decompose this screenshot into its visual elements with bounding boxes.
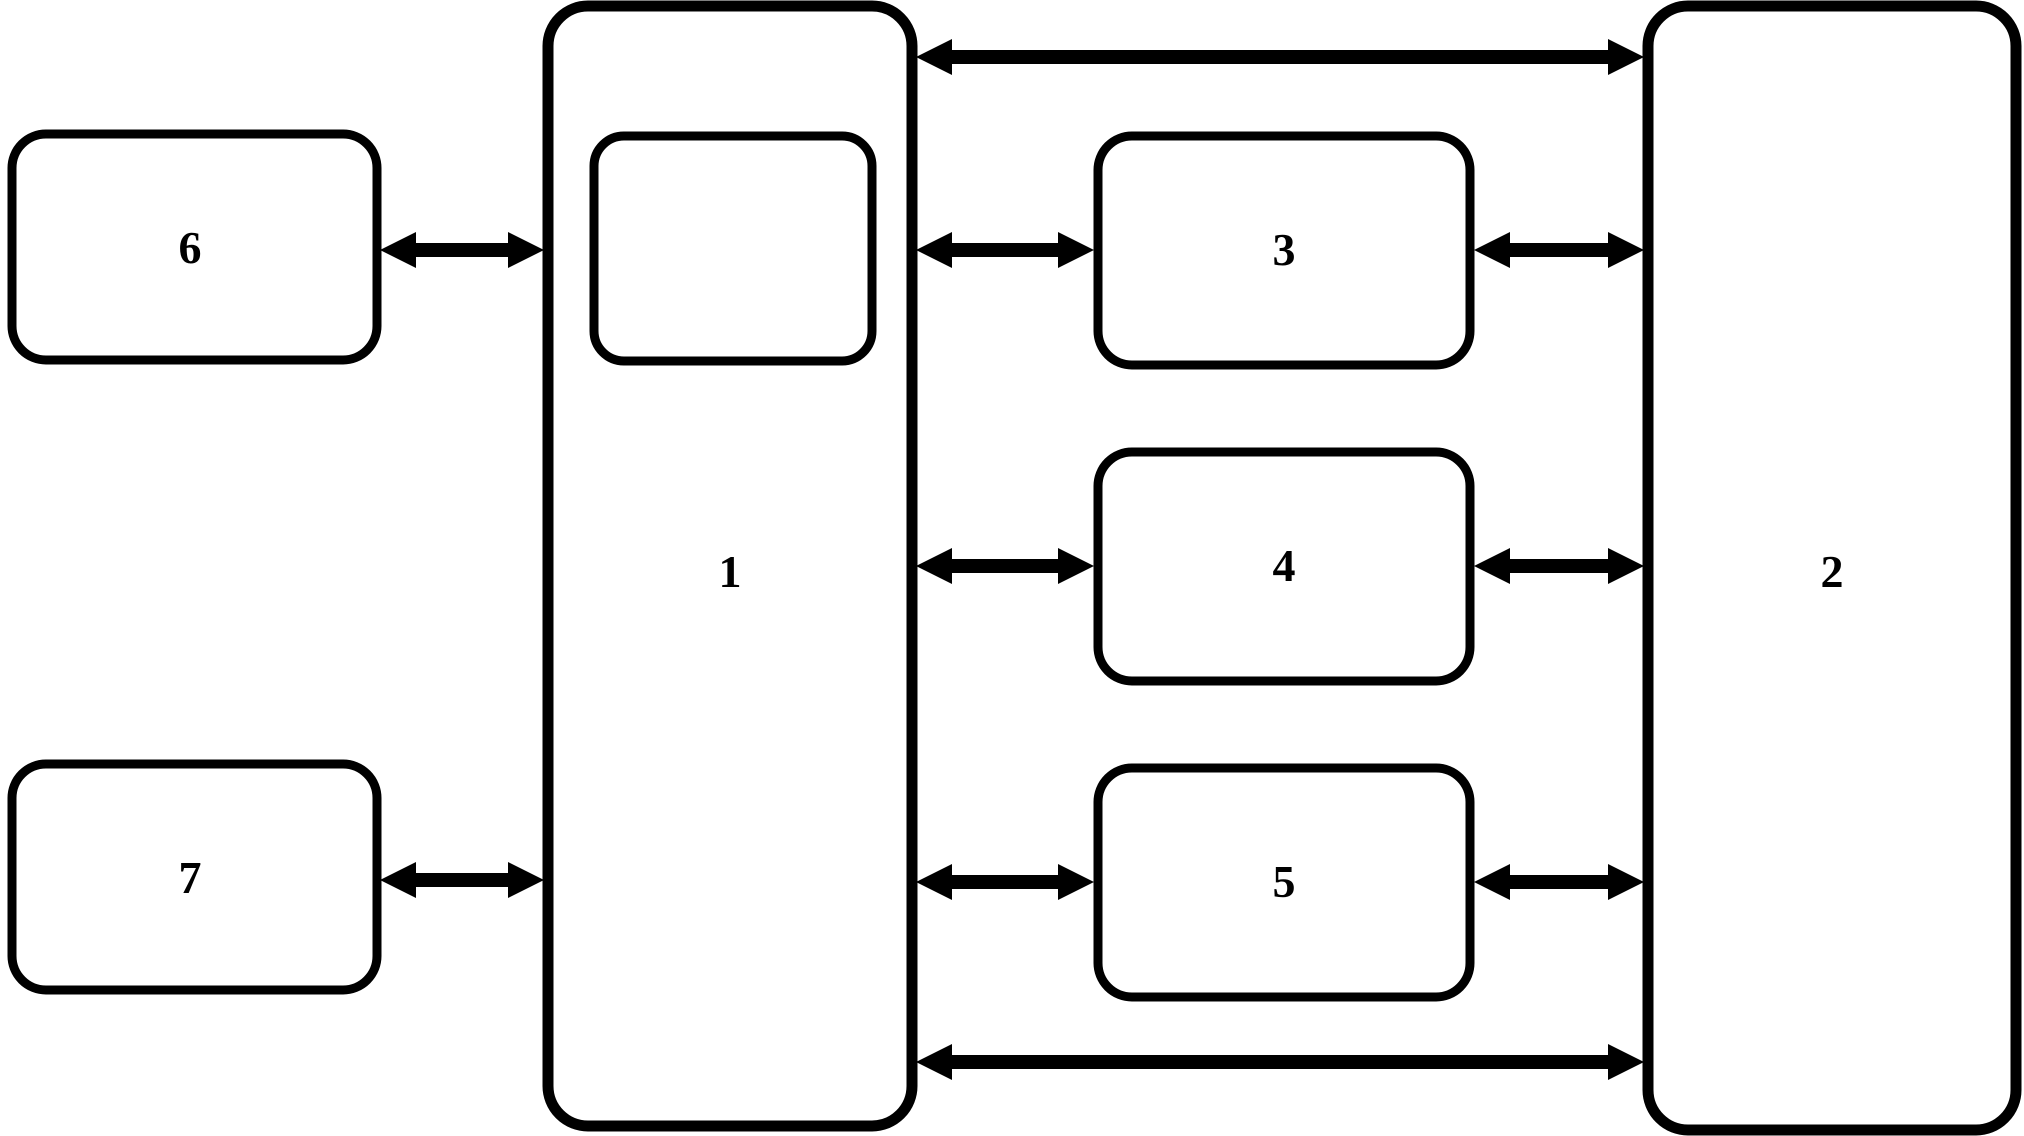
block-2-label: 2 [1820,546,1844,597]
connector-block6-block1[interactable] [380,232,544,268]
block-7-shape[interactable] [7,759,382,995]
block-5-shape[interactable] [1093,763,1475,1002]
block-3-label: 3 [1272,224,1296,275]
connector-block3-block2[interactable] [1474,232,1644,268]
connector-block1-block5[interactable] [916,864,1094,900]
block-4-label: 4 [1272,540,1296,591]
connector-block1-block3[interactable] [916,232,1094,268]
connector-block1-block4[interactable] [916,548,1094,584]
block-1-label: 1 [718,546,742,597]
connector-block5-block2[interactable] [1474,864,1644,900]
block-7-label: 7 [178,852,202,903]
block-5-label: 5 [1272,856,1296,907]
block-6-shape[interactable] [7,129,382,365]
connector-block1-block2-top[interactable] [916,39,1644,75]
connector-block1-block2-bottom[interactable] [916,1044,1644,1080]
block-4-shape[interactable] [1093,447,1475,686]
block-1-inner-shape[interactable] [589,131,877,366]
block-2-shape[interactable] [1642,0,2022,1136]
block-3-shape[interactable] [1093,131,1475,370]
connector-block4-block2[interactable] [1474,548,1644,584]
connector-block7-block1[interactable] [380,862,544,898]
block-6-label: 6 [178,222,202,273]
